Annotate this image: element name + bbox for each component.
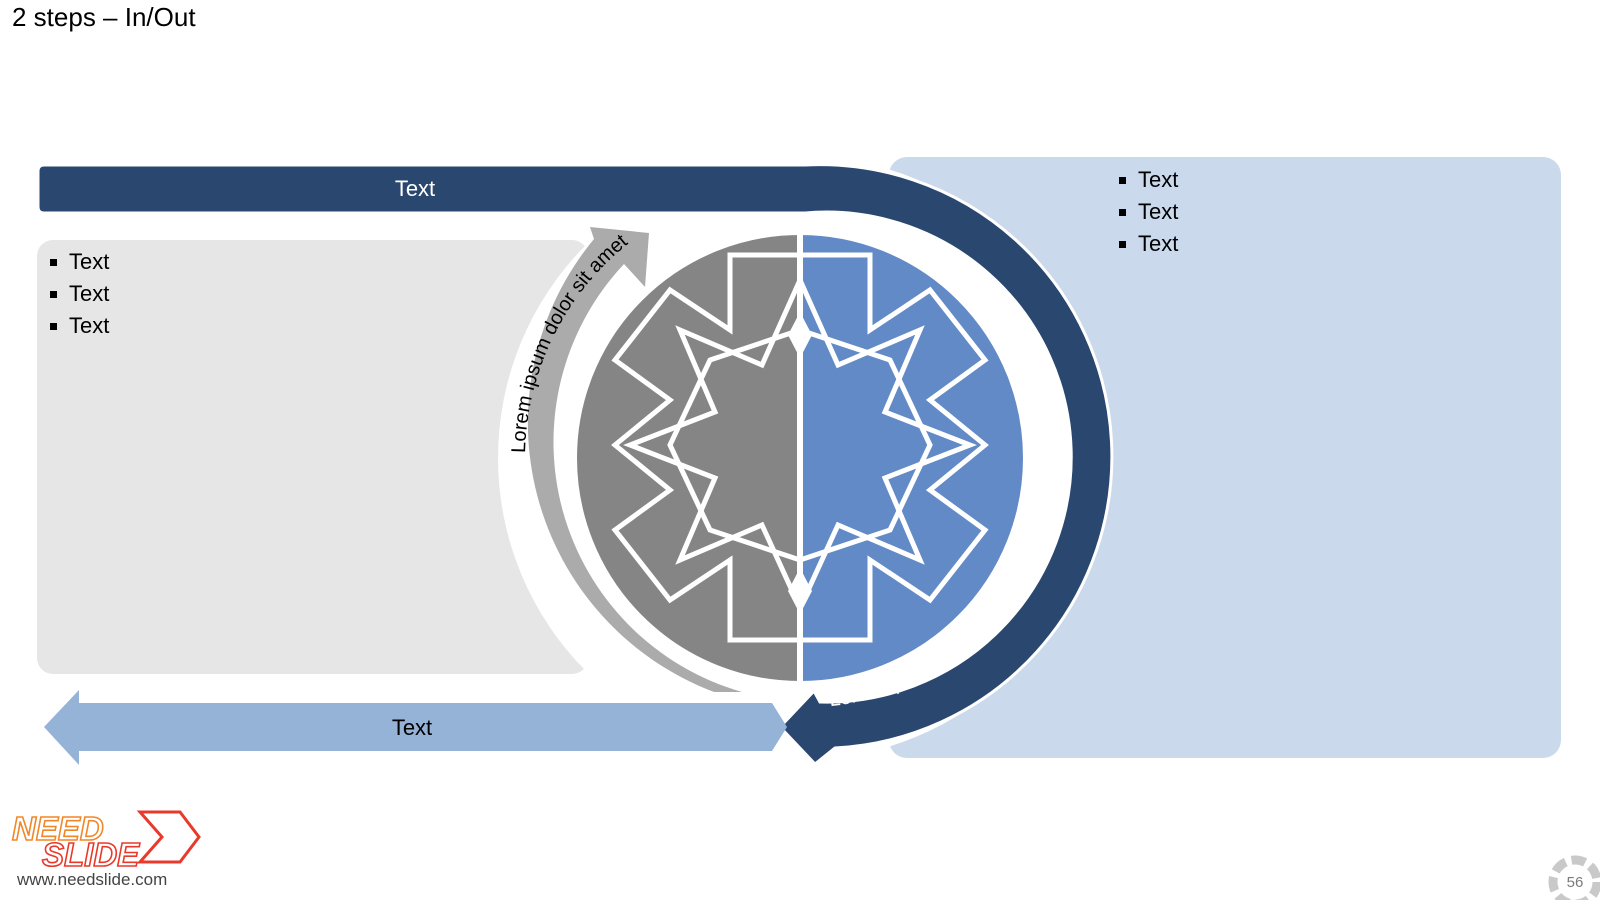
slide-title: 2 steps – In/Out — [12, 2, 196, 32]
bullet-square-icon — [1119, 176, 1126, 184]
bullet-square-icon — [1119, 208, 1126, 216]
website-link[interactable]: www.needslide.com — [17, 870, 168, 889]
page-badge-icon — [1548, 855, 1600, 900]
list-item: Text — [1119, 196, 1178, 228]
bullet-square-icon — [50, 322, 57, 330]
svg-text:NEED: NEED — [12, 810, 104, 847]
needslide-logo: NEED SLIDE — [11, 809, 201, 874]
bullet-square-icon — [50, 258, 57, 266]
right-panel-bullets: Text Text Text — [1119, 164, 1178, 260]
top-arc-arrow — [36, 163, 1114, 767]
page-number: 56 — [1566, 874, 1584, 891]
svg-text:SLIDE: SLIDE — [42, 836, 140, 873]
bottom-left-arrow — [44, 690, 787, 765]
left-panel — [37, 240, 588, 674]
bottom-arrow-label: Text — [392, 715, 432, 740]
list-item: Text — [1119, 228, 1178, 260]
list-item: Text — [50, 278, 109, 310]
top-arrow-label: Text — [395, 176, 435, 201]
list-item: Text — [50, 310, 109, 342]
list-item: Text — [1119, 164, 1178, 196]
bullet-square-icon — [50, 290, 57, 298]
list-item: Text — [50, 246, 109, 278]
left-panel-bullets: Text Text Text — [50, 246, 109, 342]
inner-arc-arrow — [527, 227, 742, 692]
bullet-square-icon — [1119, 240, 1126, 248]
